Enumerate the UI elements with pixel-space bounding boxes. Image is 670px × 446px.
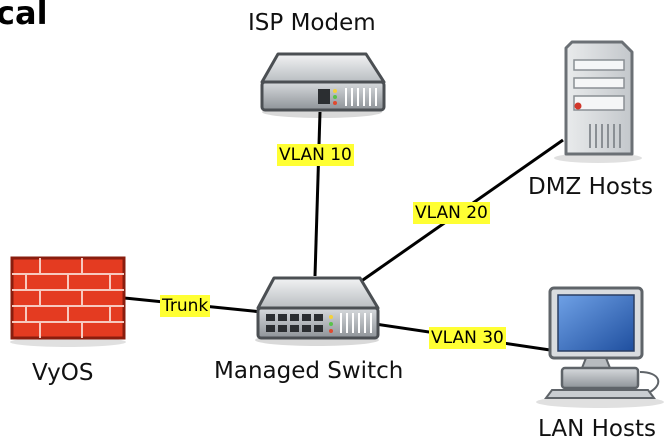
diagram-title: cal <box>0 0 48 32</box>
firewall-icon <box>10 256 126 347</box>
vlan-10-label: VLAN 10 <box>277 144 354 166</box>
dmz-hosts-label: DMZ Hosts <box>528 174 653 200</box>
lan-hosts-label: LAN Hosts <box>538 416 656 442</box>
vyos-label: VyOS <box>32 360 94 386</box>
server-tower-icon <box>554 40 642 163</box>
switch-icon <box>255 276 380 346</box>
vlan-30-label: VLAN 30 <box>429 327 506 349</box>
isp-modem-label: ISP Modem <box>248 10 376 36</box>
link-line-isp-switch <box>313 111 322 277</box>
desktop-computer-icon <box>536 286 664 408</box>
managed-switch-label: Managed Switch <box>214 358 404 384</box>
modem-icon <box>260 52 386 118</box>
trunk-label: Trunk <box>160 295 211 317</box>
vlan-20-label: VLAN 20 <box>413 202 490 224</box>
